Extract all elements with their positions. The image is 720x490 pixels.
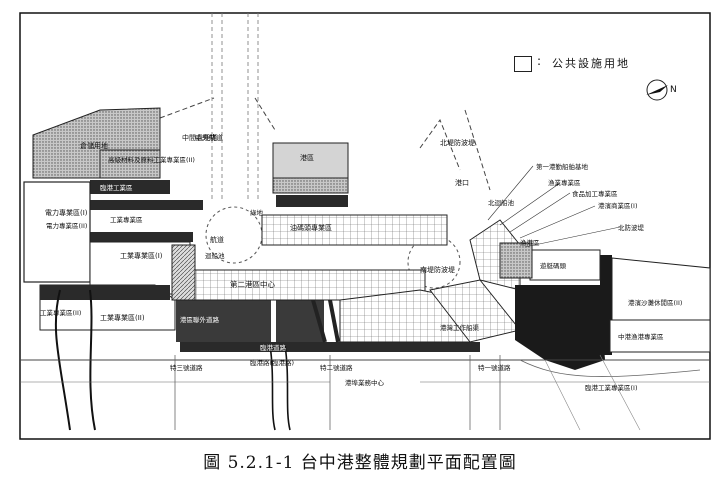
label-ac: 臨港道路 — [260, 343, 287, 352]
label-l: 北堤防波堤 — [440, 138, 475, 147]
dark-strip-1 — [90, 180, 170, 194]
dark-strip-4 — [276, 195, 348, 207]
label-m: 第一港勤船舶基地 — [536, 162, 589, 171]
label-q: 漁港區 — [520, 238, 540, 247]
power-zone-1 — [23, 181, 91, 283]
label-w: 電力專業區(II) — [46, 221, 87, 230]
label-h: 工業專業區(II) — [100, 313, 145, 322]
label-s: 遊艇碼頭 — [540, 261, 567, 270]
dark-block-1 — [176, 300, 271, 342]
label-f: 工業專業區 — [110, 215, 143, 224]
channel-lines — [211, 13, 259, 200]
svg-text:N: N — [670, 85, 677, 95]
road-sw — [54, 289, 96, 431]
label-af: 特三號道路 — [170, 363, 203, 372]
legend-separator: : — [537, 54, 542, 68]
label-o: 食品加工專業區 — [572, 189, 618, 198]
label-e: 電力專業區(I) — [45, 208, 88, 217]
label-al: 迴船池 — [205, 251, 225, 260]
label-ai: 港灣工作船渠 — [440, 323, 480, 332]
label-a: 倉儲用地 — [80, 141, 108, 150]
label-r: 北防波堤 — [618, 223, 645, 232]
north-arrow-icon: N — [646, 79, 677, 101]
label-d: 臨港工業區 — [100, 183, 133, 192]
label-y: 南堤防波堤 — [420, 265, 455, 274]
label-t: 港濱沙灘休閒區(II) — [628, 298, 682, 307]
label-c: 中間處理場 — [182, 133, 217, 142]
label-ak: 工業專業區(I) — [120, 251, 163, 260]
dark-strip-2 — [88, 200, 203, 210]
label-ah: 港埠業務中心 — [345, 378, 385, 387]
label-ag: 綠地 — [250, 208, 264, 217]
label-i: 港區 — [300, 153, 314, 162]
legend-swatch — [514, 56, 532, 72]
label-k: 航道 — [210, 235, 224, 244]
label-ad: 特二號道路 — [320, 363, 353, 372]
east-dark-block — [515, 285, 605, 370]
label-ae: 特一號道路 — [478, 363, 511, 372]
road-s — [269, 344, 291, 431]
material-zone — [99, 149, 161, 179]
legend-label: 公共設施用地 — [552, 57, 630, 70]
breakwater-lines — [159, 97, 491, 191]
label-am: 北迴船池 — [488, 198, 515, 207]
label-z: 油碼頭專業區 — [290, 223, 332, 232]
label-b: 高級材料及原料工業專業區(II) — [108, 155, 195, 164]
label-ab: 臨港路(臨港路) — [250, 358, 294, 367]
label-x: 第二港區中心 — [230, 279, 275, 289]
label-u: 中港漁港專業區 — [618, 332, 664, 341]
label-g: 工業專業區(II) — [40, 308, 81, 317]
figure-caption: 圖 5.2.1-1 台中港整體規劃平面配置圖 — [203, 453, 517, 473]
label-n: 漁業專業區 — [548, 178, 581, 187]
label-j: 中央航道 — [195, 133, 223, 142]
dark-road — [180, 342, 480, 352]
label-v: 臨港工業專業區(I) — [585, 383, 638, 392]
label-aa: 港區聯外道路 — [180, 315, 220, 324]
north-grid — [261, 214, 448, 246]
dark-strip-3 — [88, 232, 193, 242]
east-zone-1 — [529, 249, 601, 281]
label-aj: 港口 — [455, 178, 469, 187]
label-p: 港濱商業區(I) — [598, 201, 638, 210]
